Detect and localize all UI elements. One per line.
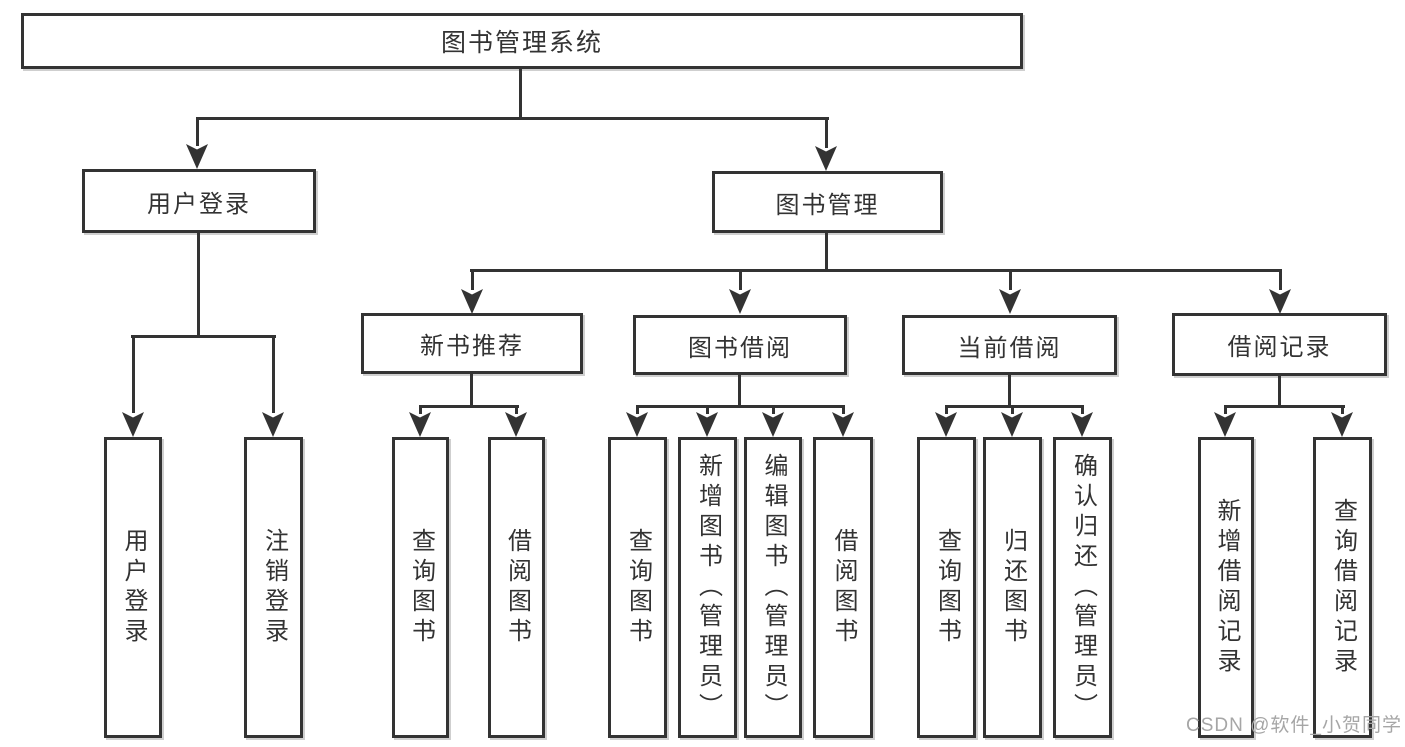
- connector-line: [1279, 269, 1282, 290]
- arrow-down-icon: [729, 289, 751, 314]
- connector-line: [825, 117, 828, 148]
- arrow-down-icon: [1331, 412, 1353, 437]
- connector-line: [636, 405, 845, 408]
- connector-line: [738, 375, 741, 406]
- connector-line: [1081, 405, 1084, 414]
- connector-line: [1224, 405, 1345, 408]
- leaf-label: 查询图书: [624, 527, 652, 648]
- arrow-down-icon: [122, 412, 144, 437]
- arrow-down-icon: [1001, 412, 1023, 437]
- arrow-down-icon: [815, 146, 837, 171]
- connector-line: [739, 269, 742, 290]
- leaf-label: 借阅图书: [503, 527, 531, 648]
- connector-line: [1008, 375, 1011, 406]
- connector-line: [471, 269, 474, 290]
- leaf-label: 查询图书: [933, 527, 961, 648]
- leaf-label: 新增借阅记录: [1213, 497, 1240, 678]
- arrow-down-icon: [1071, 412, 1093, 437]
- arrow-down-icon: [999, 289, 1021, 314]
- leaf-confirm-return-admin: 确认归还（管理员）: [1053, 437, 1112, 738]
- connector-line: [1011, 405, 1014, 414]
- leaf-logout: 注销登录: [244, 437, 303, 738]
- connector-line: [1224, 405, 1227, 414]
- node-user-login: 用户登录: [82, 169, 316, 233]
- connector-line: [772, 405, 775, 414]
- arrow-down-icon: [935, 412, 957, 437]
- leaf-add-borrow-record: 新增借阅记录: [1198, 437, 1254, 738]
- connector-line: [825, 233, 828, 272]
- leaf-label: 注销登录: [260, 527, 288, 648]
- node-label: 借阅记录: [1227, 334, 1332, 361]
- connector-line: [945, 405, 948, 414]
- node-label: 图书管理系统: [440, 29, 603, 57]
- leaf-return-books: 归还图书: [983, 437, 1042, 738]
- leaf-label: 确认归还（管理员）: [1069, 452, 1097, 723]
- connector-line: [132, 335, 135, 413]
- leaf-user-login: 用户登录: [104, 437, 162, 738]
- node-label: 当前借阅: [957, 334, 1062, 362]
- leaf-edit-books-admin: 编辑图书（管理员）: [744, 437, 802, 738]
- connector-line: [706, 405, 709, 414]
- connector-line: [197, 117, 829, 120]
- leaf-query-books-recommend: 查询图书: [392, 437, 449, 738]
- connector-line: [131, 335, 276, 338]
- connector-line: [197, 233, 200, 337]
- connector-line: [842, 405, 845, 414]
- node-new-book-recommend: 新书推荐: [361, 313, 583, 374]
- arrow-down-icon: [762, 412, 784, 437]
- connector-line: [470, 269, 1282, 272]
- leaf-label: 用户登录: [120, 527, 147, 648]
- leaf-label: 新增图书（管理员）: [694, 452, 722, 723]
- connector-line: [419, 405, 422, 414]
- connector-line: [636, 405, 639, 414]
- node-book-borrow: 图书借阅: [633, 315, 847, 375]
- arrow-down-icon: [1214, 412, 1236, 437]
- arrow-down-icon: [832, 412, 854, 437]
- leaf-label: 归还图书: [999, 527, 1027, 648]
- arrow-down-icon: [461, 289, 483, 314]
- leaf-add-books-admin: 新增图书（管理员）: [678, 437, 737, 738]
- node-label: 图书借阅: [688, 334, 792, 362]
- connector-line: [419, 405, 519, 408]
- arrow-down-icon: [262, 412, 284, 437]
- connector-line: [519, 68, 522, 118]
- connector-line: [1341, 405, 1344, 414]
- node-label: 新书推荐: [420, 333, 524, 360]
- connector-line: [272, 335, 275, 413]
- connector-line: [1278, 376, 1281, 406]
- node-label: 用户登录: [147, 190, 251, 218]
- arrow-down-icon: [186, 144, 208, 169]
- connector-line: [515, 405, 518, 414]
- leaf-label: 编辑图书（管理员）: [760, 452, 787, 723]
- leaf-borrow-books: 借阅图书: [813, 437, 873, 738]
- connector-line: [945, 405, 1084, 408]
- arrow-down-icon: [626, 412, 648, 437]
- leaf-label: 查询图书: [407, 527, 435, 648]
- connector-line: [196, 117, 199, 146]
- node-borrow-records: 借阅记录: [1172, 313, 1387, 376]
- node-label: 图书管理: [775, 191, 880, 219]
- leaf-label: 借阅图书: [830, 527, 857, 648]
- node-library-system: 图书管理系统: [21, 13, 1023, 69]
- connector-line: [470, 374, 473, 407]
- csdn-watermark: CSDN @软件_小贺同学: [1186, 715, 1402, 736]
- arrow-down-icon: [409, 412, 431, 437]
- node-book-management: 图书管理: [712, 171, 943, 233]
- leaf-query-borrow-record: 查询借阅记录: [1313, 437, 1372, 738]
- leaf-query-books: 查询图书: [608, 437, 667, 738]
- leaf-borrow-books-recommend: 借阅图书: [488, 437, 545, 738]
- arrow-down-icon: [696, 412, 718, 437]
- node-current-borrow: 当前借阅: [902, 315, 1117, 375]
- connector-line: [1009, 269, 1012, 290]
- arrow-down-icon: [505, 412, 527, 437]
- leaf-query-books-current: 查询图书: [917, 437, 976, 738]
- arrow-down-icon: [1269, 289, 1291, 314]
- leaf-label: 查询借阅记录: [1329, 497, 1357, 678]
